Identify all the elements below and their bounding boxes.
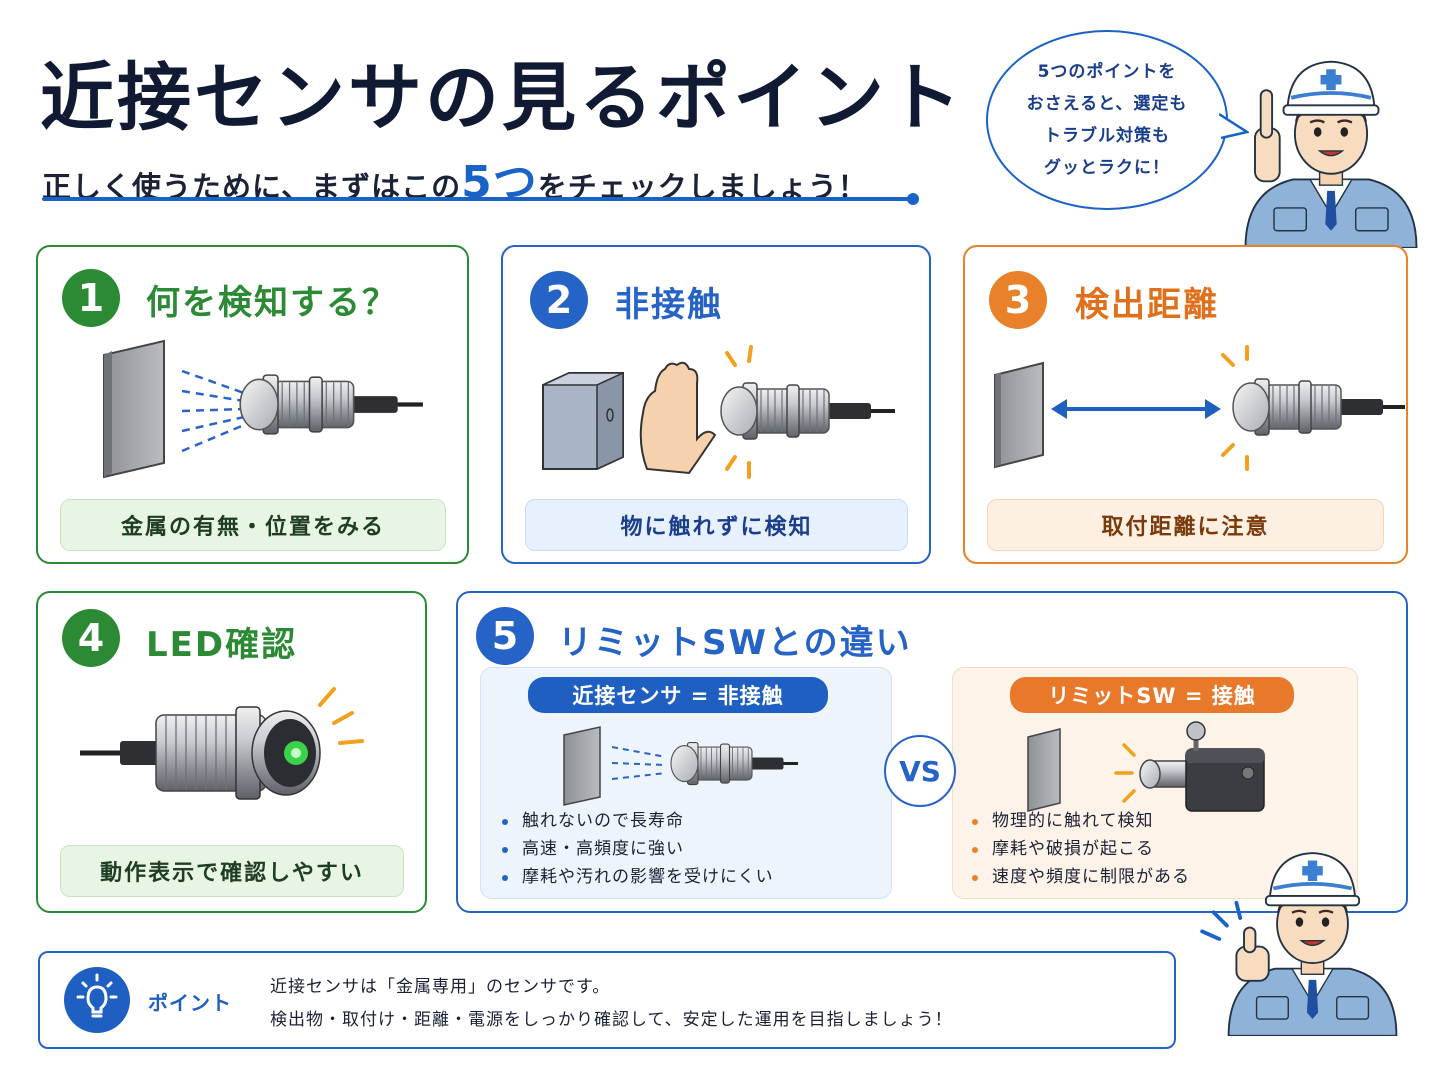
hand-icon: [639, 361, 717, 475]
speech-line: グッとラクに！: [1044, 158, 1170, 178]
card-title: 検出距離: [1075, 285, 1219, 325]
vs-badge: VS: [884, 735, 956, 807]
card-detection-distance: 3 検出距離 取付距離に注意: [963, 245, 1408, 564]
card-title: 非接触: [615, 285, 723, 325]
card-non-contact: 2 非接触 物に触れずに検知: [501, 245, 931, 564]
limit-switch-illustration: [1027, 721, 1265, 812]
card-caption: 取付距離に注意: [987, 499, 1384, 551]
list-item: 触れないので長寿命: [500, 807, 774, 835]
card-caption: 物に触れずに検知: [525, 499, 908, 551]
card-number: 1: [62, 269, 120, 327]
card-led-check: 4 LED確認 動作表示で確認しやすい: [36, 591, 427, 913]
speech-line: トラブル対策も: [1044, 126, 1170, 146]
card-title: LED確認: [146, 625, 298, 665]
object-hand-sensor-illustration: [542, 345, 897, 479]
point-text: 近接センサは「金属専用」のセンサです。 検出物・取付け・距離・電源をしっかり確認…: [270, 971, 953, 1037]
speech-line: おさえると、選定も: [1026, 94, 1188, 114]
worker-character-thumbs-up: [1200, 851, 1399, 1036]
card-caption: 金属の有無・位置をみる: [60, 499, 446, 551]
card-number: 5: [476, 607, 534, 665]
subtitle-underline: [42, 197, 914, 201]
card-caption: 動作表示で確認しやすい: [60, 845, 404, 897]
card-what-to-detect: 1 何を検知する？ 金属の有無・位置をみる: [36, 245, 469, 564]
proximity-sensor-bullets: 触れないので長寿命 高速・高頻度に強い 摩耗や汚れの影響を受けにくい: [500, 807, 774, 891]
list-item: 高速・高頻度に強い: [500, 835, 774, 863]
point-line: 近接センサは「金属専用」のセンサです。: [270, 977, 611, 997]
speech-line: 5つのポイントを: [1037, 62, 1177, 82]
page-title: 近接センサの見るポイント: [40, 55, 964, 141]
limit-switch-label: リミットSW = 接触: [1010, 677, 1294, 713]
distance-illustration: [994, 345, 1405, 471]
lightbulb-icon: [64, 967, 130, 1033]
list-item: 摩耗や破損が起こる: [970, 835, 1190, 863]
list-item: 速度や頻度に制限がある: [970, 863, 1190, 891]
sensor-led-illustration: [80, 687, 364, 800]
card-number: 2: [530, 271, 588, 329]
list-item: 摩耗や汚れの影響を受けにくい: [500, 863, 774, 891]
card-number: 4: [62, 609, 120, 667]
point-line: 検出物・取付け・距離・電源をしっかり確認して、安定した運用を目指しましょう！: [270, 1010, 953, 1030]
proximity-sensor-label: 近接センサ = 非接触: [528, 677, 828, 713]
limit-switch-bullets: 物理的に触れて検知 摩耗や破損が起こる 速度や頻度に制限がある: [970, 807, 1190, 891]
speech-bubble: 5つのポイントを おさえると、選定も トラブル対策も グッとラクに！: [986, 30, 1228, 210]
speech-bubble-tail: [1219, 112, 1249, 140]
point-box: ポイント 近接センサは「金属専用」のセンサです。 検出物・取付け・距離・電源をし…: [38, 951, 1176, 1049]
list-item: 物理的に触れて検知: [970, 807, 1190, 835]
card-title: 何を検知する？: [146, 283, 398, 323]
underline-dot: [907, 193, 919, 205]
card-title: リミットSWとの違い: [558, 623, 912, 663]
metal-target-and-sensor-illustration: [103, 339, 434, 479]
proximity-sensor-illustration: [563, 726, 798, 806]
point-label: ポイント: [148, 991, 232, 1015]
worker-character: [1243, 59, 1419, 248]
card-number: 3: [989, 271, 1047, 329]
